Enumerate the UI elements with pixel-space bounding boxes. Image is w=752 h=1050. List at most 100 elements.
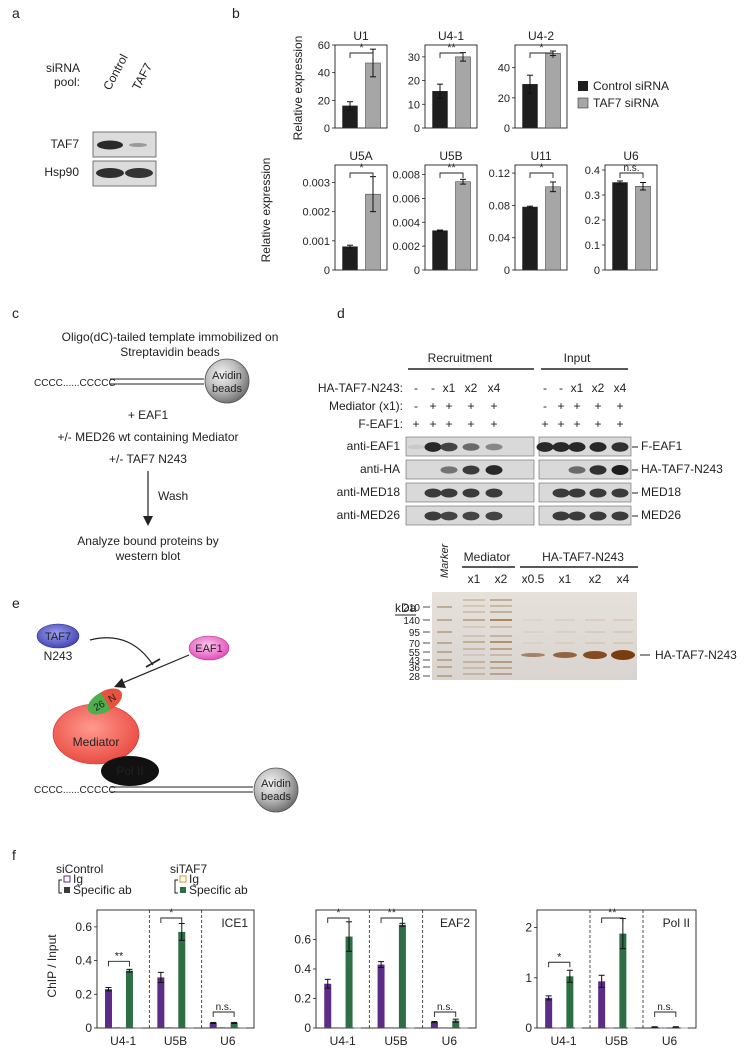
b-sig-u4-2: * xyxy=(539,42,544,54)
b-tick-label-u6: 0.3 xyxy=(585,190,600,202)
panel-a-letter: a xyxy=(12,5,20,21)
b-sig-u5b: ** xyxy=(447,162,456,174)
f-bar-eaf2-u5b-ig-sicontrol xyxy=(386,1027,394,1029)
b-bar-u4-1-taf7 xyxy=(455,56,471,129)
f-sig-eaf2-u6: n.s. xyxy=(437,1002,453,1013)
b-chart-group: U10204060*U4-10102030**U4-202040*U5A00.0… xyxy=(302,29,658,277)
a-band-taf7-taf7 xyxy=(129,143,147,147)
e-med26: 26 N xyxy=(87,688,123,715)
b-legend-swatch-control xyxy=(578,81,588,91)
e-bead-label1: Avidin xyxy=(261,778,291,790)
f-bar-eaf2-u6-specific-sitaf7 xyxy=(452,1020,460,1028)
f-bar-pol-ii-u5b-specific-sicontrol xyxy=(598,981,606,1028)
f-tick-label-eaf2: 0.2 xyxy=(294,992,311,1006)
f-bar-ice1-u5b-specific-sicontrol xyxy=(157,977,165,1028)
b-bar-u5b-taf7 xyxy=(455,181,471,271)
f-bar-pol-ii-u4-1-specific-sitaf7 xyxy=(566,976,574,1028)
d-blot-label-eaf1: anti-EAF1 xyxy=(347,439,401,453)
f-bar-pol-ii-u4-1-ig-sitaf7 xyxy=(574,1027,582,1029)
f-tick-label-pol-ii: 0 xyxy=(525,1021,532,1035)
c-step-med26: +/- MED26 wt containing Mediator xyxy=(57,430,238,444)
d-gel-band-taf7-2 xyxy=(583,651,607,659)
d-gel-group-taf7: HA-TAF7-N243 xyxy=(542,550,624,564)
f-bar-pol-ii-u4-1-ig-sicontrol xyxy=(553,1027,561,1029)
c-avidin-bead xyxy=(204,358,250,404)
panel-d-letter: d xyxy=(337,305,345,321)
b-tick-label-u6: 0 xyxy=(594,265,600,277)
f-legend-specific-2: Specific ab xyxy=(189,883,248,897)
d-sign-r2-c4: + xyxy=(490,417,497,431)
b-bar-u11-control xyxy=(522,206,538,271)
f-bar-eaf2-u5b-ig-sitaf7 xyxy=(407,1027,415,1029)
d-kda-tick-43: 43 xyxy=(409,656,421,667)
e-taf7-oval xyxy=(36,623,80,649)
b-sig-bracket-u1 xyxy=(349,52,374,58)
f-bar-pol-ii-u6-ig-sitaf7 xyxy=(680,1027,688,1029)
b-title-u5a: U5A xyxy=(349,149,372,163)
f-sig-bracket-ice1-u6 xyxy=(212,1011,235,1017)
e-n243-label: N243 xyxy=(44,649,73,663)
d-sign-r1-c4: + xyxy=(490,399,497,413)
e-eaf1-label: EAF1 xyxy=(195,643,223,655)
d-sign-r2-c5: + xyxy=(541,417,548,431)
d-sign-r0-c5: - xyxy=(543,381,547,395)
e-med26-number: 26 xyxy=(92,699,108,714)
e-template-seq: CCCC......CCCCC xyxy=(34,785,116,796)
b-frame-u4-1 xyxy=(424,44,478,129)
b-tick-label-u5b: 0.008 xyxy=(392,170,420,182)
d-blot-label-med26: anti-MED26 xyxy=(337,508,401,522)
b-title-u4-1: U4-1 xyxy=(438,29,464,43)
b-tick-label-u1: 40 xyxy=(318,68,330,80)
d-gel-lane-label-4: x2 xyxy=(589,572,602,586)
d-sign-r2-c1: + xyxy=(429,417,436,431)
d-sign-r2-c9: + xyxy=(616,417,623,431)
f-tick-label-ice1: 0.4 xyxy=(75,954,92,968)
d-gel-lane-label-2: x0.5 xyxy=(522,572,545,586)
b-frame-u4-2 xyxy=(514,44,568,129)
d-kda-tick-36: 36 xyxy=(409,663,421,674)
f-tick-label-ice1: 0 xyxy=(85,1021,92,1035)
d-blot-band-2-8 xyxy=(589,488,607,498)
panel-c: c Oligo(dC)-tailed template immobilized … xyxy=(12,305,278,563)
a-row-taf7: TAF7 xyxy=(51,137,80,151)
d-blot-band-3-8 xyxy=(589,511,607,521)
d-sign-r1-c0: - xyxy=(414,399,418,413)
f-sig-bracket-eaf2-u5b xyxy=(380,917,403,923)
c-arrow-head xyxy=(143,516,153,526)
e-pol2-oval xyxy=(101,756,159,786)
f-bar-ice1-u4-1-ig-sicontrol xyxy=(113,1027,121,1029)
d-blot-band-2-9 xyxy=(611,488,629,498)
c-analyze-line1: Analyze bound proteins by xyxy=(77,534,218,548)
d-blot-band-0-1 xyxy=(424,442,442,452)
d-sign-r1-c8: + xyxy=(594,399,601,413)
e-arrow-head xyxy=(114,678,126,688)
f-category-ice1-u4-1: U4-1 xyxy=(110,1034,136,1048)
d-kda-tick-55: 55 xyxy=(409,648,421,659)
d-gel-band-label: HA-TAF7-N243 xyxy=(655,648,737,662)
f-frame-pol-ii xyxy=(536,909,697,1029)
b-tick-label-u5b: 0.004 xyxy=(392,217,420,229)
f-bar-eaf2-u5b-specific-sicontrol xyxy=(377,964,385,1028)
b-tick-label-u6: 0.4 xyxy=(585,165,600,177)
f-sig-pol-ii-u4-1: * xyxy=(557,951,562,963)
f-legend-bracket-1 xyxy=(58,879,62,894)
b-tick-label-u5b: 0 xyxy=(414,265,420,277)
d-sign-r2-c6: + xyxy=(557,417,564,431)
f-sig-ice1-u6: n.s. xyxy=(216,1002,232,1013)
d-sign-r1-c3: + xyxy=(467,399,474,413)
d-gel-lane-label-1: x2 xyxy=(495,572,508,586)
f-bar-ice1-u6-ig-sicontrol xyxy=(218,1027,226,1029)
d-sign-r0-c4: x4 xyxy=(488,381,501,395)
d-blot-band-0-0 xyxy=(407,444,425,450)
b-tick-label-u4-1: 10 xyxy=(408,99,420,111)
b-ylabel-bottom: Relative expression xyxy=(259,158,273,263)
d-blot-band-2-1 xyxy=(424,488,442,498)
panel-b-letter: b xyxy=(232,5,240,21)
b-tick-label-u5b: 0.002 xyxy=(392,241,420,253)
f-sig-eaf2-u5b: ** xyxy=(387,907,396,919)
c-title-line1: Oligo(dC)-tailed template immobilized on xyxy=(62,330,279,344)
b-tick-label-u4-2: 0 xyxy=(504,123,510,135)
d-gel xyxy=(432,592,637,680)
